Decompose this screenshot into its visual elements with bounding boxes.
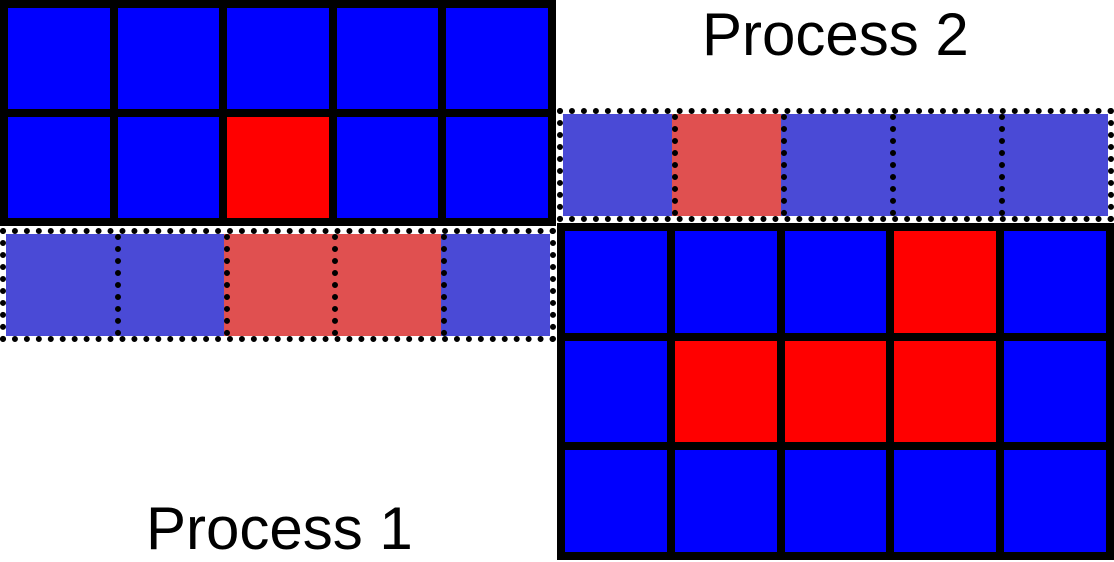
process-1-label: Process 1: [146, 495, 413, 562]
process-1-ghost-cell-active: [332, 234, 442, 336]
process-1-ghost-cell-normal: [441, 234, 550, 336]
process-2-cell-normal: [674, 231, 777, 333]
process-1-cell-normal: [8, 117, 110, 218]
process-1-cell-normal: [446, 117, 548, 218]
process-1-cell-normal: [117, 117, 220, 218]
process-1-ghost-row: [0, 228, 556, 342]
process-1-cell-normal: [336, 8, 439, 109]
process-1-cell-normal: [227, 8, 329, 109]
process-2-cell-normal: [1004, 340, 1106, 443]
process-2-cell-normal: [894, 450, 997, 552]
process-2-cell-normal: [565, 340, 667, 443]
process-2-cell-active: [894, 231, 997, 333]
process-2-cell-normal: [565, 231, 667, 333]
process-2-ghost-cell-active: [672, 114, 781, 216]
process-2-ghost-cell-normal: [563, 114, 672, 216]
process-1-owned-grid: [0, 0, 556, 226]
process-2-label: Process 2: [702, 1, 969, 68]
process-1-cell-normal: [336, 117, 439, 218]
process-2-owned-grid: [557, 223, 1114, 560]
process-2-cell-normal: [784, 450, 887, 552]
process-1-cell-normal: [117, 8, 220, 109]
process-2-ghost-cell-normal: [890, 114, 999, 216]
process-1-cell-active: [227, 117, 329, 218]
process-2-ghost-cell-normal: [999, 114, 1108, 216]
process-2-cell-active: [674, 340, 777, 443]
process-2-ghost-cell-normal: [781, 114, 890, 216]
process-1-cell-normal: [8, 8, 110, 109]
process-2-cell-normal: [674, 450, 777, 552]
process-2-cell-normal: [784, 231, 887, 333]
process-1-ghost-cell-active: [223, 234, 333, 336]
process-1-ghost-cell-normal: [6, 234, 115, 336]
process-2-cell-active: [784, 340, 887, 443]
process-2-cell-normal: [565, 450, 667, 552]
process-1-cell-normal: [446, 8, 548, 109]
process-2-ghost-row: [557, 108, 1114, 222]
process-2-cell-normal: [1004, 450, 1106, 552]
process-2-cell-active: [894, 340, 997, 443]
process-1-ghost-cell-normal: [114, 234, 224, 336]
process-2-cell-normal: [1004, 231, 1106, 333]
